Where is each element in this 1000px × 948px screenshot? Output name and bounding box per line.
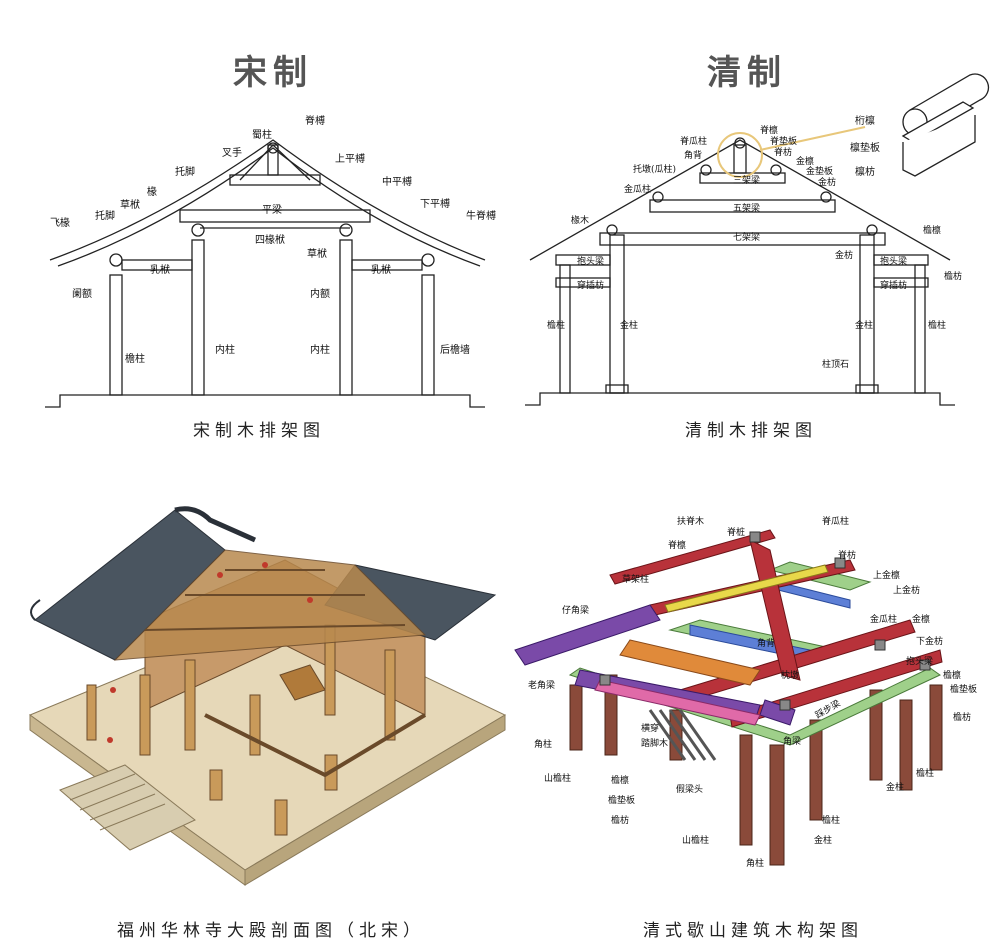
label-jizhuang: 脊桩 bbox=[727, 528, 746, 538]
label-hengling: 桁檩 bbox=[855, 116, 875, 127]
label-shangjinfang: 上金枋 bbox=[893, 586, 921, 596]
label-jinguazhu: 金瓜柱 bbox=[624, 185, 652, 195]
hualin-section-illustration bbox=[28, 506, 507, 886]
label-jinguazhu-x: 金瓜柱 bbox=[870, 615, 898, 625]
label-sichuanfu: 四椽栿 bbox=[255, 235, 285, 246]
qing-caption: 清制木排架图 bbox=[685, 421, 817, 441]
qing-frame-diagram bbox=[525, 126, 955, 406]
label-jindianban: 金垫板 bbox=[806, 167, 834, 177]
label-jinfang-2: 金枋 bbox=[835, 251, 854, 261]
label-caofu-1: 草栿 bbox=[120, 200, 140, 211]
label-jifang: 脊枋 bbox=[774, 148, 793, 158]
song-frame-diagram bbox=[45, 139, 486, 408]
label-rufu-1: 乳栿 bbox=[150, 265, 170, 276]
label-zhendun: 枕墩 bbox=[781, 671, 800, 681]
label-jiaozhu-x2: 角柱 bbox=[746, 859, 765, 869]
label-lane: 阑额 bbox=[72, 289, 92, 300]
label-chashou: 叉手 bbox=[222, 148, 242, 159]
label-yanzhu-song: 檐柱 bbox=[125, 354, 145, 365]
label-yandianban-x2: 檐垫板 bbox=[608, 796, 636, 806]
song-title: 宋制 bbox=[233, 53, 313, 93]
label-xiajinfang: 下金枋 bbox=[916, 637, 944, 647]
label-jiaobei: 角背 bbox=[684, 151, 703, 161]
label-qijialiang: 七架梁 bbox=[733, 233, 761, 243]
label-jifu: 脊榑 bbox=[305, 116, 325, 127]
label-jinzhu-qing-1: 金柱 bbox=[620, 321, 639, 331]
label-yanzhu-qing-1: 檐柱 bbox=[547, 321, 566, 331]
label-jiaozhu-x1: 角柱 bbox=[534, 740, 553, 750]
label-yandianban-x1: 檐垫板 bbox=[950, 685, 978, 695]
label-hengchuan: 横穿 bbox=[641, 724, 660, 734]
label-chuanchafang-1: 穿插枋 bbox=[577, 281, 605, 291]
label-shanyanzhu-2: 山檐柱 bbox=[682, 836, 710, 846]
label-yanlin: 檐檩 bbox=[923, 226, 942, 236]
label-jiaobei-x: 角背 bbox=[757, 639, 776, 649]
label-houyanqiang: 后檐墙 bbox=[440, 345, 470, 356]
label-yanfang-x1: 檐枋 bbox=[953, 713, 972, 723]
label-caofu-2: 草栿 bbox=[307, 249, 327, 260]
label-wujialiang: 五架梁 bbox=[733, 204, 761, 214]
label-pingliang: 平梁 bbox=[262, 205, 282, 216]
label-sanjialiang: 三架梁 bbox=[733, 176, 761, 186]
label-lingfang: 檩枋 bbox=[855, 167, 875, 178]
label-chuanmu: 椽木 bbox=[571, 216, 590, 226]
label-tuodun: 托墩(瓜柱) bbox=[633, 165, 677, 175]
label-xiapingfu: 下平榑 bbox=[420, 199, 450, 210]
label-jinlin: 金檩 bbox=[796, 157, 815, 167]
hualin-caption: 福州华林寺大殿剖面图（北宋） bbox=[117, 921, 425, 941]
label-yanzhu-qing-2: 檐柱 bbox=[928, 321, 947, 331]
label-shanyanzhu-1: 山檐柱 bbox=[544, 774, 572, 784]
label-shangjinlin: 上金檩 bbox=[873, 571, 901, 581]
xieshan-frame-illustration bbox=[514, 529, 943, 866]
qing-title: 清制 bbox=[707, 53, 787, 93]
label-rufu-2: 乳栿 bbox=[371, 265, 391, 276]
label-yanfang-x2: 檐枋 bbox=[611, 816, 630, 826]
label-baotouliang-x: 抱头梁 bbox=[906, 657, 934, 667]
label-chuanchafang-2: 穿插枋 bbox=[880, 281, 908, 291]
label-shangpingfu: 上平榑 bbox=[335, 154, 365, 165]
label-laojiaoliang: 老角梁 bbox=[528, 681, 556, 691]
label-feichuan: 飞椽 bbox=[50, 218, 70, 229]
label-neizhu-2: 内柱 bbox=[310, 345, 330, 356]
label-neie: 内额 bbox=[310, 289, 330, 300]
label-yanzhu-x2: 檐柱 bbox=[916, 769, 935, 779]
label-jidianban: 脊垫板 bbox=[770, 137, 798, 147]
label-jinfang-1: 金枋 bbox=[818, 178, 837, 188]
xieshan-caption: 清式歇山建筑木构架图 bbox=[643, 921, 863, 941]
label-niujifu: 牛脊榑 bbox=[466, 211, 496, 222]
label-zijiaoliang: 仔角梁 bbox=[562, 606, 590, 616]
label-zhongpingfu: 中平榑 bbox=[382, 177, 412, 188]
label-yanlin-x1: 檐檩 bbox=[943, 671, 962, 681]
label-jinzhu-x1: 金柱 bbox=[814, 836, 833, 846]
label-jinzhu-qing-2: 金柱 bbox=[855, 321, 874, 331]
label-jilin: 脊檩 bbox=[760, 126, 779, 136]
label-jifang-x: 脊枋 bbox=[838, 551, 857, 561]
label-jinlin-x: 金檩 bbox=[912, 615, 931, 625]
label-neizhu-1: 内柱 bbox=[215, 345, 235, 356]
label-tajiaomu: 踏脚木 bbox=[641, 739, 669, 749]
label-baotouliang-2: 抱头梁 bbox=[880, 257, 908, 267]
label-jialiangtou: 假梁头 bbox=[676, 785, 704, 795]
label-fujimu: 扶脊木 bbox=[677, 517, 705, 527]
label-jiguazhu: 脊瓜柱 bbox=[680, 137, 708, 147]
label-baotouliang-1: 抱头梁 bbox=[577, 257, 605, 267]
label-chuan: 椽 bbox=[147, 187, 157, 198]
label-tuojiao-1: 托脚 bbox=[175, 167, 195, 178]
purlin-inset bbox=[901, 73, 990, 177]
label-caojiazhu: 草架柱 bbox=[622, 575, 650, 585]
song-caption: 宋制木排架图 bbox=[193, 421, 325, 441]
label-lingdianban: 檩垫板 bbox=[850, 143, 880, 154]
label-yanfang: 檐枋 bbox=[944, 272, 963, 282]
label-zhudingshi: 柱顶石 bbox=[822, 360, 850, 370]
label-jiaoliang: 角梁 bbox=[783, 737, 802, 747]
label-tuojiao-2: 托脚 bbox=[95, 211, 115, 222]
label-jiguazhu-x: 脊瓜柱 bbox=[822, 517, 850, 527]
label-yanlin-x2: 檐檩 bbox=[611, 776, 630, 786]
label-yanzhu-x1: 檐柱 bbox=[822, 816, 841, 826]
label-shuzhu: 蜀柱 bbox=[252, 130, 272, 141]
label-jilin-x: 脊檩 bbox=[668, 541, 687, 551]
label-jinzhu-x2: 金柱 bbox=[886, 783, 905, 793]
